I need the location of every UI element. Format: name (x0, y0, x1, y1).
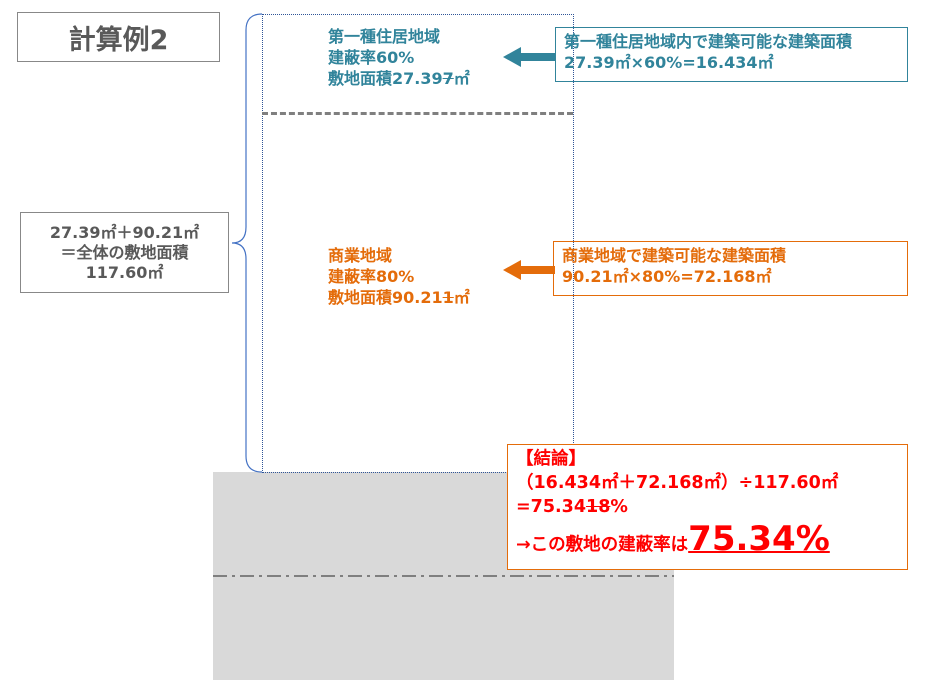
arrow-left-icon (503, 47, 555, 67)
conclusion-formula: （16.434㎡＋72.168㎡）÷117.60㎡ (516, 473, 839, 493)
zone1-area-value: 敷地面積27.39 (328, 69, 443, 88)
zone2-area-struck: 1 (442, 288, 454, 307)
conclusion-box: 【結論】 （16.434㎡＋72.168㎡）÷117.60㎡ =75.3418%… (507, 444, 908, 570)
example-title: 計算例2 (17, 12, 220, 62)
site-outline (262, 14, 574, 473)
arrow-left-icon (503, 260, 555, 280)
zone2-area-value: 敷地面積90.21 (328, 288, 443, 307)
total-line2: ＝全体の敷地面積 (60, 242, 189, 262)
zone2-label: 商業地域 建蔽率80% 敷地面積90.211㎡ (328, 245, 470, 308)
total-area-box: 27.39㎡＋90.21㎡ ＝全体の敷地面積 117.60㎡ (20, 212, 229, 293)
zone1-area-unit: ㎡ (453, 69, 470, 88)
zone2-name: 商業地域 (328, 246, 393, 265)
result-struck: 18 (586, 497, 611, 517)
result-suffix: % (610, 497, 628, 517)
zone2-calc: 90.21㎡×80%=72.168㎡ (562, 267, 772, 286)
result-value: =75.34 (516, 497, 587, 517)
zone1-name: 第一種住居地域 (328, 27, 441, 46)
zone1-calc: 27.39㎡×60%=16.434㎡ (564, 53, 774, 72)
final-prefix: →この敷地の建蔽率は (516, 535, 689, 555)
conclusion-final: →この敷地の建蔽率は75.34% (516, 519, 899, 565)
total-line3: 117.60㎡ (85, 262, 164, 282)
zone2-ratio: 建蔽率80% (328, 267, 415, 286)
zone1-calc-title: 第一種住居地域内で建築可能な建築面積 (564, 32, 853, 51)
zone2-calc-title: 商業地域で建築可能な建築面積 (562, 246, 787, 265)
brace-icon (231, 13, 263, 473)
zone1-area-struck: 7 (442, 69, 454, 88)
conclusion-result: =75.3418% (516, 495, 899, 519)
road-centerline (213, 575, 674, 577)
zone2-area: 敷地面積90.211㎡ (328, 287, 470, 308)
conclusion-heading: 【結論】 (516, 449, 586, 469)
zone1-ratio: 建蔽率60% (328, 48, 415, 67)
zone2-calc-box: 商業地域で建築可能な建築面積 90.21㎡×80%=72.168㎡ (553, 241, 908, 296)
zone-boundary-line (262, 112, 573, 115)
zone2-area-unit: ㎡ (453, 288, 470, 307)
zone1-area: 敷地面積27.397㎡ (328, 68, 470, 89)
final-value: 75.34% (688, 519, 830, 559)
total-line1: 27.39㎡＋90.21㎡ (49, 222, 200, 242)
zone1-label: 第一種住居地域 建蔽率60% 敷地面積27.397㎡ (328, 26, 470, 89)
zone1-calc-box: 第一種住居地域内で建築可能な建築面積 27.39㎡×60%=16.434㎡ (555, 27, 908, 82)
